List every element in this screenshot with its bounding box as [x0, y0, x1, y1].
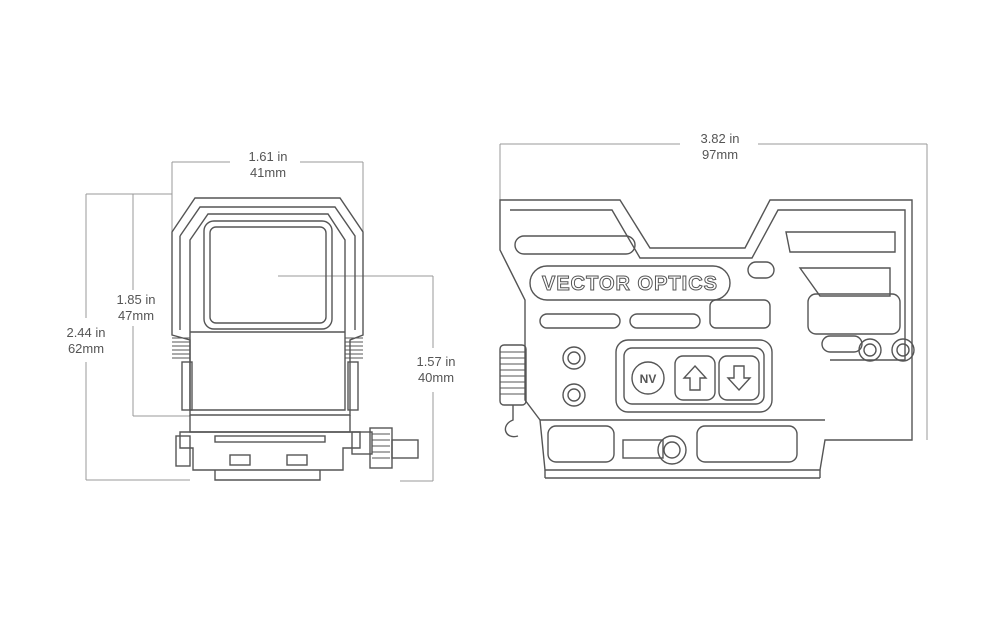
- body-height-label: 1.85 in 47mm: [106, 292, 166, 324]
- front-view: [171, 197, 419, 481]
- brand-logo: VECTOR OPTICS: [542, 273, 718, 295]
- side-view: [499, 199, 915, 479]
- side-length-mm: 97mm: [701, 147, 739, 162]
- side-length-in: 3.82 in: [700, 131, 740, 146]
- dimension-lines: [85, 143, 928, 482]
- total-height-label: 2.44 in 62mm: [58, 325, 114, 357]
- body-height-mm: 47mm: [117, 308, 155, 323]
- nv-button-label: NV: [640, 372, 657, 386]
- optical-height-label: 1.57 in 40mm: [406, 354, 466, 386]
- optical-height-mm: 40mm: [417, 370, 455, 385]
- front-width-mm: 41mm: [249, 165, 287, 180]
- arrow-down-icon: [726, 365, 752, 392]
- optical-height-in: 1.57 in: [416, 354, 456, 369]
- nv-button: NV: [631, 361, 665, 395]
- front-width-label: 1.61 in 41mm: [236, 149, 300, 181]
- arrow-up-icon: [682, 364, 708, 391]
- total-height-mm: 62mm: [67, 341, 105, 356]
- side-length-label: 3.82 in 97mm: [688, 131, 752, 163]
- front-width-in: 1.61 in: [248, 149, 288, 164]
- down-button: [718, 355, 760, 401]
- body-height-in: 1.85 in: [116, 292, 156, 307]
- total-height-in: 2.44 in: [66, 325, 106, 340]
- up-button: [674, 355, 716, 401]
